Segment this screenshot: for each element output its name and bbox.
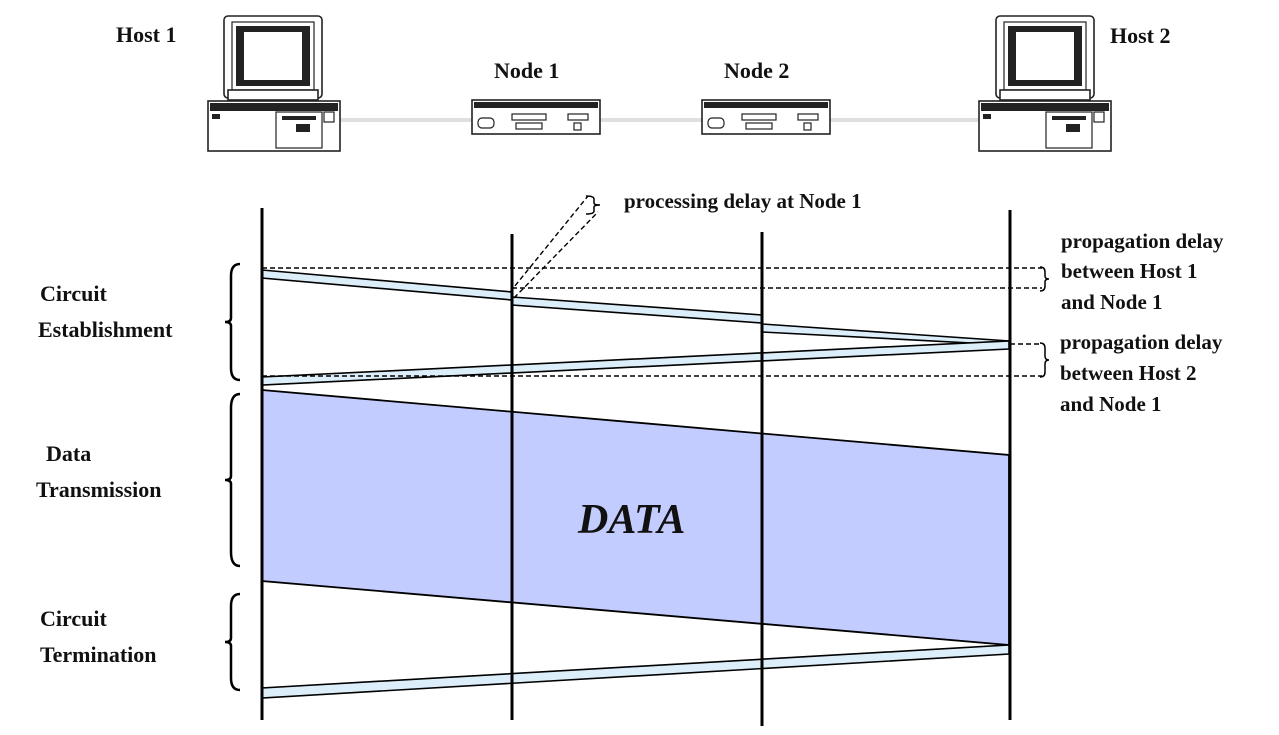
request-signal-seg2: [511, 296, 763, 324]
host1-label: Host 1: [116, 22, 177, 47]
data-label: DATA: [577, 497, 685, 543]
accept-signal: [261, 340, 1010, 386]
prop-delay2-guides: [262, 343, 1042, 377]
prop-delay1-guides: [262, 267, 1042, 289]
processing-delay-label: processing delay at Node 1: [624, 189, 862, 213]
node1-switch-icon: [471, 99, 601, 135]
establishment-label-line2: Establishment: [38, 317, 173, 342]
termination-brace: [224, 592, 241, 692]
node2-switch-icon: [701, 99, 831, 135]
host1-computer-icon: [207, 15, 341, 152]
transmission-brace: [224, 392, 241, 568]
transmission-label-line1: Data: [46, 441, 91, 466]
prop-delay1-label-line1: propagation delay: [1061, 229, 1224, 253]
prop-delay1-brace: [1039, 266, 1050, 292]
termination-label-line1: Circuit: [40, 606, 107, 631]
prop-delay1-label-line3: and Node 1: [1061, 290, 1163, 314]
establishment-brace: [224, 262, 241, 382]
request-signal-seg3: [761, 323, 1010, 346]
prop-delay2-label-line3: and Node 1: [1060, 392, 1162, 416]
transmission-label-line2: Transmission: [36, 477, 162, 502]
termination-signal: [261, 644, 1010, 699]
processing-delay-callout: [509, 195, 601, 299]
prop-delay2-label-line1: propagation delay: [1060, 330, 1223, 354]
node1-label: Node 1: [494, 58, 559, 83]
host2-computer-icon: [978, 15, 1112, 152]
prop-delay2-label-line2: between Host 2: [1060, 361, 1196, 385]
host2-label: Host 2: [1110, 23, 1171, 48]
establishment-label-line1: Circuit: [40, 281, 107, 306]
prop-delay2-brace: [1039, 342, 1050, 378]
request-signal-seg1: [261, 269, 513, 301]
termination-label-line2: Termination: [40, 642, 157, 667]
prop-delay1-label-line2: between Host 1: [1061, 259, 1197, 283]
node2-label: Node 2: [724, 58, 789, 83]
